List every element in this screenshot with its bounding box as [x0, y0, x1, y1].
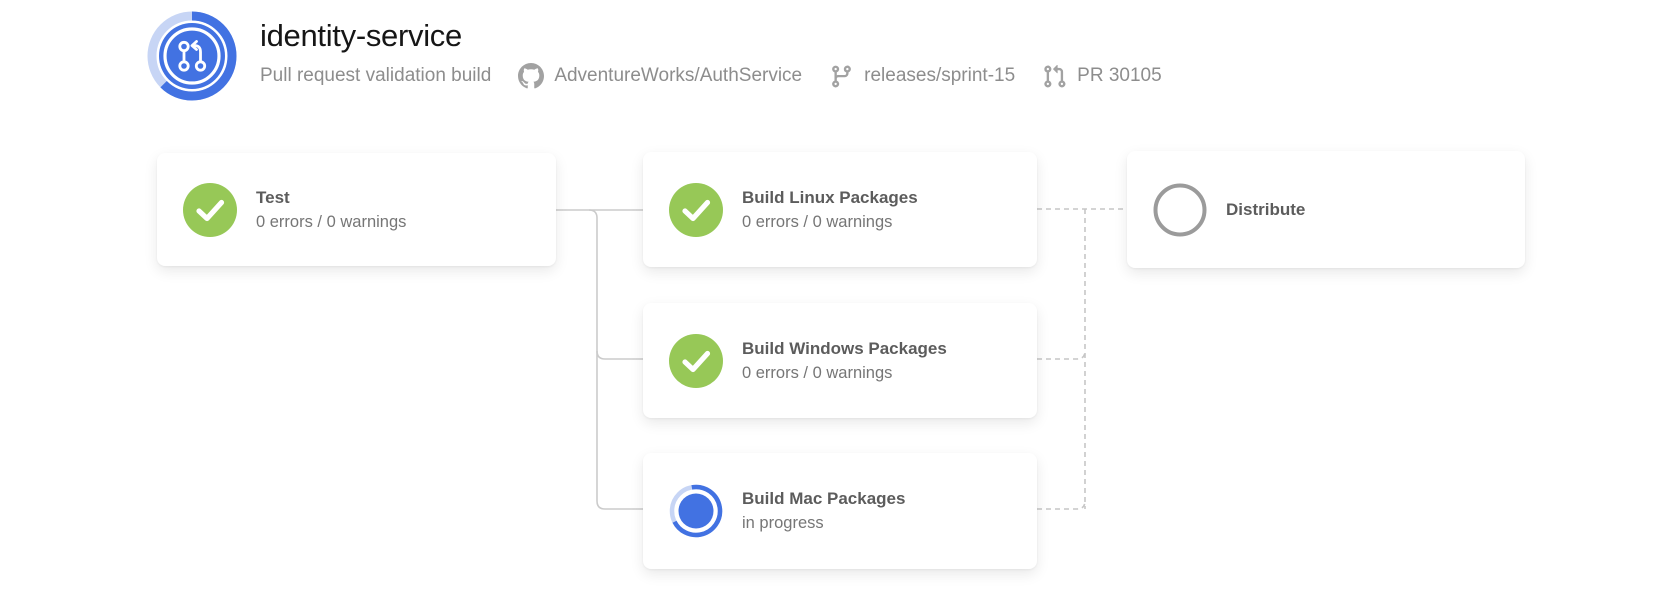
- stage-title: Build Linux Packages: [742, 187, 918, 207]
- run-subtitle: Pull request validation build: [260, 65, 492, 86]
- stage-status: 0 errors / 0 warnings: [256, 212, 407, 231]
- stage-status: in progress: [742, 514, 824, 532]
- github-icon: [518, 63, 545, 89]
- stage-status: 0 errors / 0 warnings: [742, 363, 893, 382]
- stage-card-build-mac[interactable]: Build Mac Packages in progress: [643, 453, 1037, 569]
- run-meta-row: Pull request validation build AdventureW…: [260, 63, 1162, 89]
- pull-request-icon: [1044, 64, 1066, 87]
- run-status-progress-icon: [147, 11, 237, 101]
- edge-test-windows: [596, 350, 643, 360]
- branch-link[interactable]: releases/sprint-15: [829, 63, 1015, 89]
- success-icon: [669, 182, 723, 237]
- stage-card-build-windows[interactable]: Build Windows Packages 0 errors / 0 warn…: [643, 303, 1037, 418]
- success-icon: [183, 182, 237, 237]
- page-title: identity-service: [260, 18, 462, 53]
- edge-windows-distribute: [1037, 350, 1086, 360]
- pull-request-glyph: [178, 40, 207, 72]
- stage-card-distribute[interactable]: Distribute: [1127, 151, 1525, 268]
- stage-status: 0 errors / 0 warnings: [742, 212, 893, 231]
- edge-test-mac: [588, 209, 643, 510]
- pending-icon: [1153, 183, 1207, 236]
- success-icon: [669, 333, 723, 388]
- git-branch-icon: [832, 65, 852, 87]
- edge-mac-distribute: [1037, 500, 1086, 510]
- stage-card-build-linux[interactable]: Build Linux Packages 0 errors / 0 warnin…: [643, 152, 1037, 267]
- pull-request-link[interactable]: PR 30105: [1042, 63, 1162, 89]
- in-progress-spinner-icon: [669, 484, 723, 538]
- stage-title: Distribute: [1226, 200, 1306, 219]
- stage-title: Build Mac Packages: [742, 489, 906, 508]
- stage-title: Test: [256, 187, 290, 207]
- run-header: identity-service Pull request validation…: [144, 8, 1162, 104]
- stage-title: Build Windows Packages: [742, 338, 947, 358]
- stage-card-test[interactable]: Test 0 errors / 0 warnings: [157, 153, 556, 266]
- repo-link[interactable]: AdventureWorks/AuthService: [518, 63, 802, 89]
